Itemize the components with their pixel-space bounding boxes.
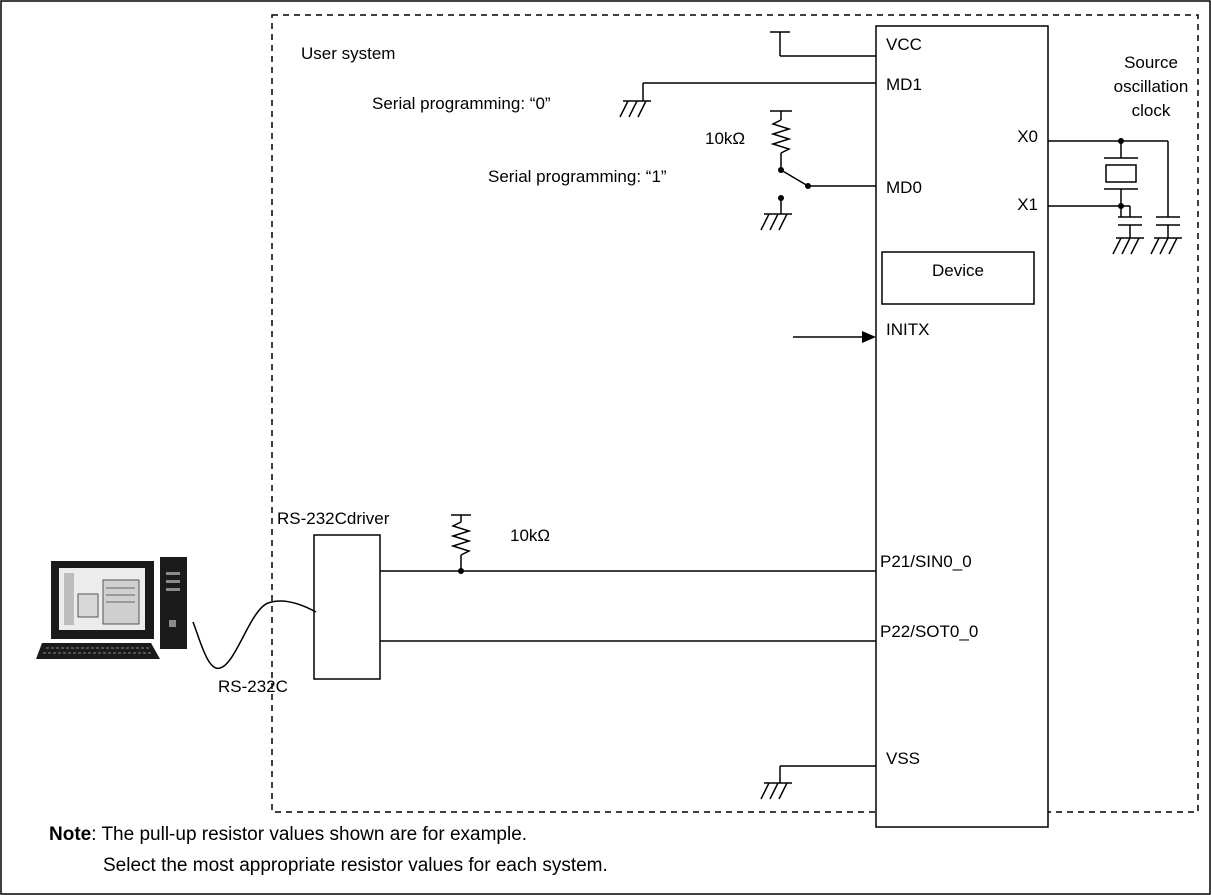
user-system-label: User system [301, 44, 395, 63]
note-text-1: : The pull-up resistor values shown are … [91, 824, 527, 845]
vcc-wire [770, 31, 876, 57]
sin-pullup-resistor [450, 514, 472, 571]
vss-wire [779, 765, 876, 783]
source-osc-line3: clock [1132, 101, 1171, 120]
source-osc-line1: Source [1124, 53, 1178, 72]
pin-md1: MD1 [886, 75, 922, 94]
md0-resistor-value: 10kΩ [705, 129, 745, 148]
ground-symbol-osc-right [1150, 237, 1182, 255]
note-bold: Note [49, 824, 91, 845]
note-line-1: Note: The pull-up resistor values shown … [49, 824, 527, 845]
x0-junction [1118, 138, 1124, 144]
ground-symbol-md1 [619, 100, 651, 118]
rs232c-cable-label: RS-232C [218, 677, 288, 696]
user-system-boundary [271, 14, 1199, 813]
source-osc-line2: oscillation [1114, 77, 1189, 96]
rs232c-driver-label: RS-232Cdriver [277, 509, 390, 528]
note-line-2: Select the most appropriate resistor val… [103, 855, 608, 876]
ground-symbol-vss [760, 782, 792, 800]
pin-vss: VSS [886, 749, 920, 768]
initx-arrow-head [862, 331, 876, 343]
pin-md0: MD0 [886, 178, 922, 197]
pin-vcc: VCC [886, 35, 922, 54]
md1-wire [642, 82, 876, 101]
pin-x0: X0 [1017, 127, 1038, 146]
pin-p21-sin0-0: P21/SIN0_0 [880, 552, 972, 571]
sin-junction [458, 568, 464, 574]
md0-switch-lever [780, 169, 809, 187]
rs232c-cable [192, 600, 317, 669]
device-chip-box [875, 25, 1049, 828]
x1-junction [1118, 203, 1124, 209]
computer-icon [36, 557, 187, 659]
sin-resistor-value: 10kΩ [510, 526, 550, 545]
oscillator-circuit [1048, 140, 1180, 238]
device-label-box [881, 251, 1035, 305]
rs232c-driver-box [313, 534, 381, 680]
ground-symbol-md0 [760, 213, 792, 231]
serial-programming-1-label: Serial programming: “1” [488, 167, 667, 186]
device-label: Device [932, 261, 984, 280]
md0-resistor [770, 110, 792, 170]
ground-symbol-osc-left [1112, 237, 1144, 255]
pin-x1: X1 [1017, 195, 1038, 214]
pin-p22-sot0-0: P22/SOT0_0 [880, 622, 978, 641]
serial-programming-0-label: Serial programming: “0” [372, 94, 551, 113]
pin-initx: INITX [886, 320, 929, 339]
